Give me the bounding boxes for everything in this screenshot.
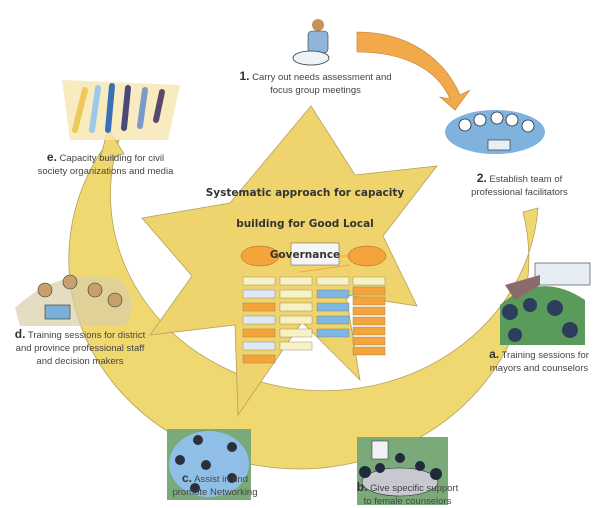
flow-box	[352, 316, 386, 326]
cycle-d-line1: Training sessions for district	[27, 330, 146, 341]
flow-box	[316, 302, 350, 312]
cycle-b-line1: Give specific support	[370, 483, 459, 494]
flow-box	[316, 276, 350, 286]
cycle-c-label: c. Assist in and promote Networking	[165, 472, 265, 499]
cycle-c-line1: Assist in and	[194, 474, 248, 485]
flow-box	[352, 326, 386, 336]
cycle-d-label: d. Training sessions for district and pr…	[5, 328, 155, 368]
flow-box	[316, 289, 350, 299]
illustration-crowd	[62, 80, 180, 140]
step-2-line2: professional facilitators	[471, 187, 568, 198]
flow-box	[242, 315, 276, 325]
cycle-e-line1: Capacity building for civil	[59, 153, 165, 164]
step-1-line2: focus group meetings	[270, 85, 361, 96]
illustration-surveyor	[292, 19, 330, 66]
step-2-marker: 2.	[476, 171, 487, 185]
center-title-line1: Systematic approach for capacity	[205, 187, 405, 199]
flow-box	[279, 341, 313, 351]
step-1-label: 1. Carry out needs assessment and focus …	[238, 70, 393, 97]
cycle-b-label: b. Give specific support to female couns…	[345, 481, 470, 508]
cycle-b-line2: to female counselors	[363, 496, 452, 507]
flow-box	[242, 302, 276, 312]
step-arrow-icon	[356, 31, 471, 111]
flow-box	[352, 276, 386, 286]
cycle-c-line2: promote Networking	[172, 487, 258, 498]
cycle-ring-arc	[68, 139, 539, 470]
flow-box	[279, 328, 313, 338]
flow-box	[352, 296, 386, 306]
flow-box	[352, 286, 386, 296]
cycle-e-marker: e.	[46, 150, 57, 164]
cycle-a-line2: mayors and counselors	[489, 363, 589, 374]
step-2-line1: Establish team of	[489, 174, 563, 185]
inner-flowchart	[240, 242, 387, 364]
illustration-networking	[167, 429, 251, 500]
cycle-c-marker: c.	[181, 471, 192, 485]
flow-box	[242, 276, 276, 286]
cycle-d-marker: d.	[14, 327, 26, 341]
cycle-a-label: a. Training sessions for mayors and coun…	[480, 348, 598, 375]
cycle-b-marker: b.	[356, 480, 368, 494]
flow-box	[316, 328, 350, 338]
cycle-a-marker: a.	[489, 347, 500, 361]
flow-box	[352, 346, 386, 356]
cycle-a-line1: Training sessions for	[501, 350, 589, 361]
flow-box	[279, 315, 313, 325]
step-1-marker: 1.	[239, 69, 250, 83]
cycle-e-label: e. Capacity building for civil society o…	[28, 151, 183, 178]
flow-box	[352, 306, 386, 316]
step-1-line1: Carry out needs assessment and	[252, 72, 392, 83]
illustration-group-laptop	[15, 274, 132, 326]
flow-box	[279, 276, 313, 286]
flow-box	[316, 315, 350, 325]
flow-box	[352, 336, 386, 346]
flow-box	[242, 289, 276, 299]
center-title-line2: building for Good Local Governance	[236, 218, 374, 261]
illustration-meeting	[357, 437, 448, 505]
cycle-d-line2: and province professional staff	[15, 343, 145, 354]
step-2-label: 2. Establish team of professional facili…	[462, 172, 577, 199]
flow-box	[242, 328, 276, 338]
cycle-e-line2: society organizations and media	[37, 166, 174, 177]
flow-box	[242, 341, 276, 351]
flow-box	[242, 354, 276, 364]
flow-box	[279, 289, 313, 299]
illustration-facilitators	[445, 110, 545, 154]
illustration-presenter	[500, 262, 591, 345]
flow-box	[279, 302, 313, 312]
center-title: Systematic approach for capacity buildin…	[200, 178, 410, 271]
flow-node-top	[290, 242, 340, 266]
cycle-d-line3: and decision makers	[36, 356, 124, 367]
